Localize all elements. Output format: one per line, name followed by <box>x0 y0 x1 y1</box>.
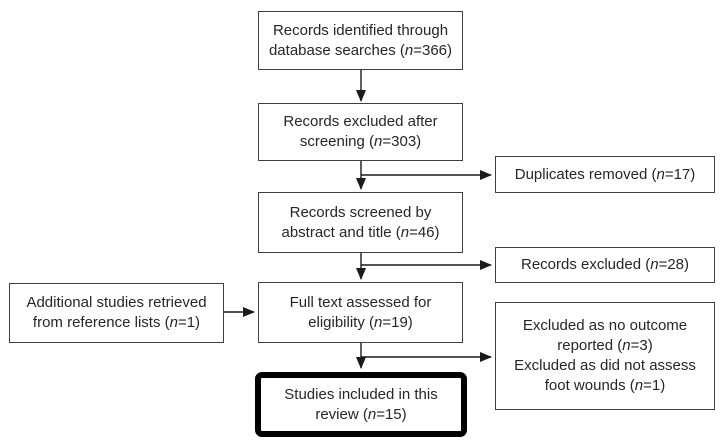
box-text-line: Studies included in this <box>284 385 438 403</box>
box-text-line: reported (n=3) <box>557 337 653 354</box>
box-records-excluded: Records excluded (n=28) <box>495 247 715 283</box>
box-text-line: database searches (n=366) <box>268 41 453 59</box>
box-records-identified: Records identified through database sear… <box>258 11 463 70</box>
box-text-line: screening (n=303) <box>299 133 422 150</box>
box-additional-studies: Additional studies retrieved from refere… <box>9 283 224 343</box>
box-text-line: abstract and title (n=46) <box>281 223 440 241</box>
box-text-line: Records excluded (n=28) <box>520 256 690 273</box>
box-text-line: Records screened by <box>289 203 432 221</box>
box-text-line: Excluded as no outcome <box>522 317 688 334</box>
box-duplicates-removed: Duplicates removed (n=17) <box>495 156 715 193</box>
box-records-excluded-after-screening: Records excluded after screening (n=303) <box>258 103 463 161</box>
box-text-line: from reference lists (n=1) <box>32 314 201 331</box>
box-text-line: Records identified through <box>272 21 449 39</box>
box-studies-included: Studies included in this review (n=15) <box>255 372 467 437</box>
box-text-line: review (n=15) <box>315 405 407 423</box>
box-records-screened: Records screened by abstract and title (… <box>258 192 463 253</box>
box-text-line: Full text assessed for <box>289 293 432 311</box>
box-full-text-assessed: Full text assessed for eligibility (n=19… <box>258 282 463 343</box>
box-text-line: foot wounds (n=1) <box>544 377 666 394</box>
box-text-line: eligibility (n=19) <box>308 313 413 331</box>
box-full-text-excluded: Excluded as no outcome reported (n=3) Ex… <box>495 302 715 410</box>
box-text-line: Records excluded after <box>283 113 438 130</box>
box-text-line: Additional studies retrieved <box>26 294 207 311</box>
box-text-line: Excluded as did not assess <box>514 357 696 374</box>
box-text-line: Duplicates removed (n=17) <box>514 165 696 183</box>
